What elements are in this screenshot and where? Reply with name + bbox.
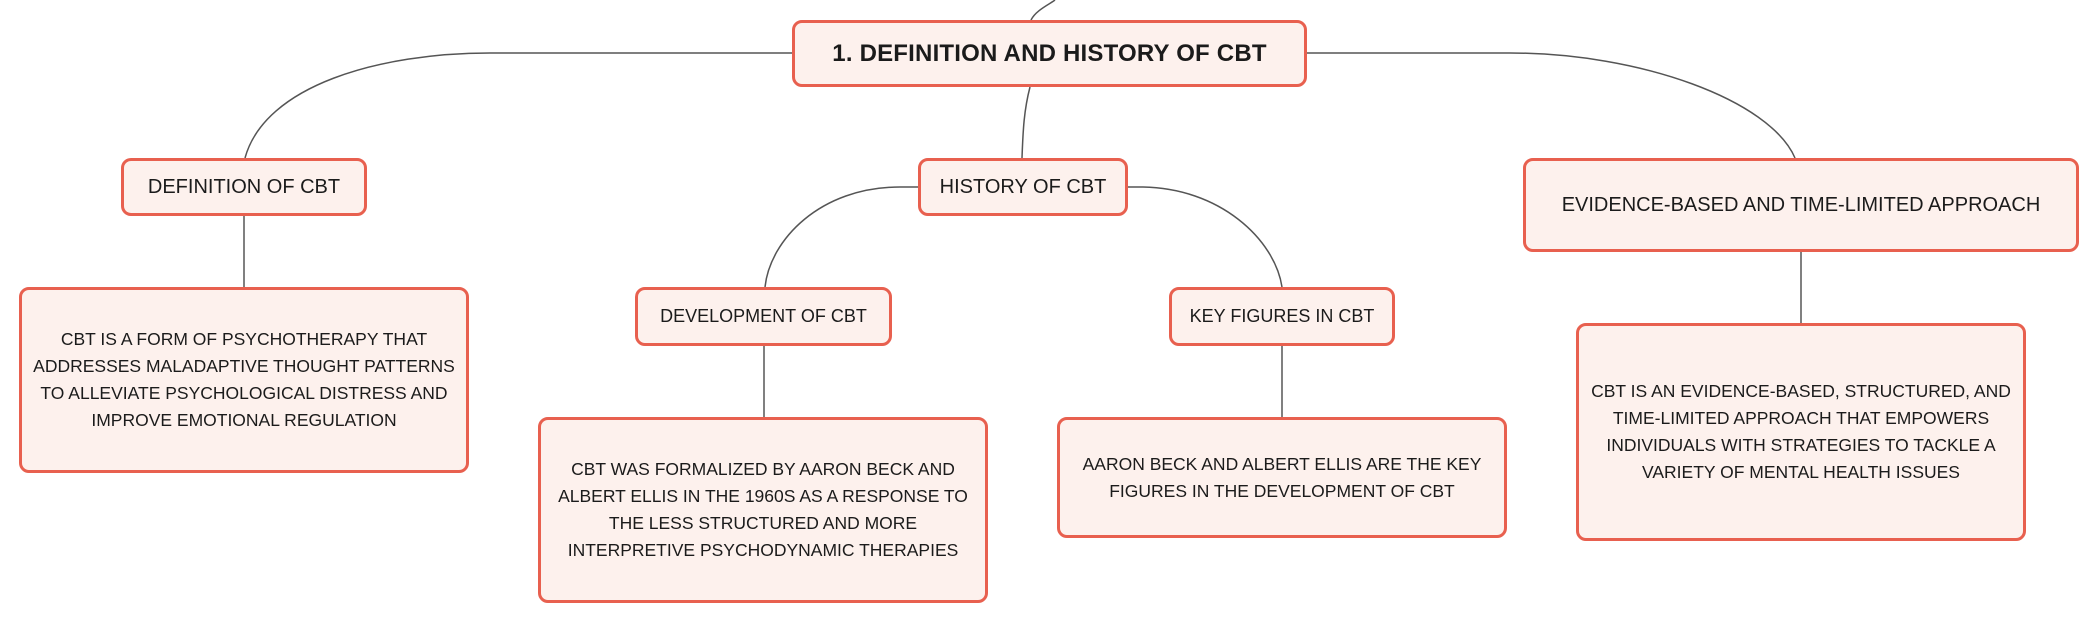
evidence-detail-text: CBT IS AN EVIDENCE-BASED, STRUCTURED, AN…: [1591, 381, 2011, 482]
connector-history-development: [764, 186, 918, 288]
development-label: DEVELOPMENT OF CBT: [660, 306, 867, 326]
evidence-node[interactable]: EVIDENCE-BASED AND TIME-LIMITED APPROACH: [1523, 158, 2079, 252]
key-figures-label: KEY FIGURES IN CBT: [1189, 306, 1375, 326]
connector-root-history: [1021, 86, 1031, 159]
connector-root-definition: [244, 52, 792, 159]
evidence-label: EVIDENCE-BASED AND TIME-LIMITED APPROACH: [1561, 193, 2041, 216]
root-topic-node[interactable]: 1. DEFINITION AND HISTORY OF CBT: [792, 20, 1307, 87]
definition-node[interactable]: DEFINITION OF CBT: [121, 158, 367, 216]
connector-parent-root: [1030, 0, 1056, 21]
development-detail-node[interactable]: CBT WAS FORMALIZED BY AARON BECK AND ALB…: [538, 417, 988, 603]
evidence-detail-node[interactable]: CBT IS AN EVIDENCE-BASED, STRUCTURED, AN…: [1576, 323, 2026, 541]
development-detail-text: CBT WAS FORMALIZED BY AARON BECK AND ALB…: [558, 459, 968, 560]
key-figures-node[interactable]: KEY FIGURES IN CBT: [1169, 287, 1395, 346]
definition-detail-node[interactable]: CBT IS A FORM OF PSYCHOTHERAPY THAT ADDR…: [19, 287, 469, 473]
definition-detail-text: CBT IS A FORM OF PSYCHOTHERAPY THAT ADDR…: [33, 329, 455, 430]
key-figures-detail-node[interactable]: AARON BECK AND ALBERT ELLIS ARE THE KEY …: [1057, 417, 1507, 538]
history-node[interactable]: HISTORY OF CBT: [918, 158, 1128, 216]
definition-label: DEFINITION OF CBT: [147, 175, 341, 198]
root-topic-label: 1. DEFINITION AND HISTORY OF CBT: [832, 39, 1267, 67]
key-figures-detail-text: AARON BECK AND ALBERT ELLIS ARE THE KEY …: [1082, 453, 1482, 501]
connector-root-evidence: [1307, 52, 1796, 159]
development-node[interactable]: DEVELOPMENT OF CBT: [635, 287, 892, 346]
connector-history-keyfigures: [1127, 186, 1283, 288]
history-label: HISTORY OF CBT: [939, 175, 1107, 198]
